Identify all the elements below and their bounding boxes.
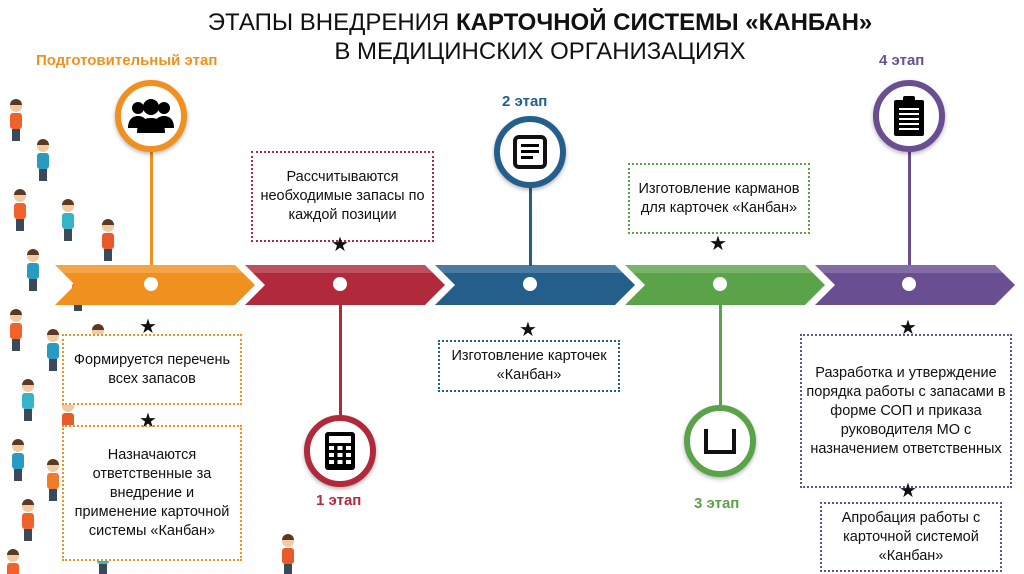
stage4-task-box-2: Апробация работы с карточной системой «К…: [820, 502, 1002, 572]
prep-stage-label: Подготовительный этап: [36, 52, 218, 69]
person-figure: [37, 139, 49, 145]
person-figure: [22, 393, 34, 409]
person-figure: [12, 453, 24, 469]
person-figure: [102, 233, 114, 249]
pocket-icon: [704, 429, 736, 454]
person-figure: [102, 219, 114, 225]
stage4-label: 4 этап: [879, 52, 925, 69]
timeline-dot-prep: [144, 277, 158, 291]
person-figure: [49, 359, 57, 371]
stem-prep: [150, 150, 153, 265]
star-icon: ★: [331, 234, 349, 256]
person-figure: [282, 534, 294, 540]
person-figure: [47, 459, 59, 465]
stage4-task-box-1: Разработка и утверждение порядка работы …: [800, 334, 1012, 488]
person-figure: [22, 513, 34, 529]
stage3-icon-ring: [684, 405, 756, 477]
star-icon: ★: [709, 233, 727, 255]
title-normal: ЭТАПЫ ВНЕДРЕНИЯ: [207, 9, 456, 36]
title-bold: КАРТОЧНОЙ СИСТЕМЫ «КАНБАН»: [455, 9, 873, 36]
stage4-icon-ring: [873, 80, 945, 152]
person-figure: [10, 99, 22, 105]
stem-stage3: [719, 305, 722, 407]
person-figure: [22, 379, 34, 385]
slide-title: ЭТАПЫ ВНЕДРЕНИЯ КАРТОЧНОЙ СИСТЕМЫ «КАНБА…: [160, 8, 920, 66]
person-figure: [24, 529, 32, 541]
card-icon: [513, 135, 547, 169]
person-figure: [24, 409, 32, 421]
stem-stage2: [529, 186, 532, 266]
star-icon: ★: [139, 316, 157, 338]
timeline-dot-stage1: [333, 277, 347, 291]
person-figure: [104, 249, 112, 261]
person-figure: [62, 213, 74, 229]
prep-task-box-2: Назначаются ответственные за внедрение и…: [62, 425, 242, 561]
star-icon: ★: [899, 480, 917, 502]
person-figure: [14, 189, 26, 195]
person-figure: [47, 343, 59, 359]
person-figure: [62, 199, 74, 205]
person-figure: [7, 549, 19, 555]
stem-stage4: [908, 150, 911, 265]
star-icon: ★: [899, 317, 917, 339]
person-figure: [29, 279, 37, 291]
person-figure: [64, 229, 72, 241]
person-figure: [12, 439, 24, 445]
person-figure: [47, 473, 59, 489]
person-figure: [27, 263, 39, 279]
star-icon: ★: [519, 319, 537, 341]
stem-stage1: [339, 305, 342, 417]
title-line2: В МЕДИЦИНСКИХ ОРГАНИЗАЦИЯХ: [334, 38, 746, 65]
timeline-dot-stage4: [902, 277, 916, 291]
person-figure: [27, 249, 39, 255]
person-figure: [37, 153, 49, 169]
stage3-label: 3 этап: [694, 495, 740, 512]
person-figure: [10, 113, 22, 129]
stage2-icon-ring: [494, 116, 566, 188]
person-figure: [92, 324, 104, 330]
prep-icon-ring: [115, 80, 187, 152]
person-figure: [7, 563, 19, 574]
people-icon: [128, 99, 174, 133]
person-figure: [49, 489, 57, 501]
person-figure: [47, 329, 59, 335]
timeline-dot-stage3: [713, 277, 727, 291]
star-icon: ★: [139, 410, 157, 432]
person-figure: [10, 309, 22, 315]
stage1-task-box: Рассчитываются необходимые запасы по каж…: [251, 151, 434, 242]
person-figure: [39, 169, 47, 181]
person-figure: [284, 564, 292, 574]
stage2-task-box: Изготовление карточек «Канбан»: [438, 340, 620, 392]
prep-task-box-1: Формируется перечень всех запасов: [62, 334, 242, 405]
stage2-label: 2 этап: [502, 93, 548, 110]
stage1-label: 1 этап: [316, 492, 362, 509]
person-figure: [16, 219, 24, 231]
person-figure: [22, 499, 34, 505]
person-figure: [12, 339, 20, 351]
stage3-task-box: Изготовление карманов для карточек «Канб…: [628, 163, 810, 234]
person-figure: [10, 323, 22, 339]
stage1-icon-ring: [304, 415, 376, 487]
person-figure: [14, 203, 26, 219]
clipboard-icon: [894, 96, 924, 136]
calculator-icon: [325, 432, 355, 470]
person-figure: [14, 469, 22, 481]
person-figure: [12, 129, 20, 141]
person-figure: [99, 564, 107, 574]
timeline-dot-stage2: [523, 277, 537, 291]
person-figure: [282, 548, 294, 564]
